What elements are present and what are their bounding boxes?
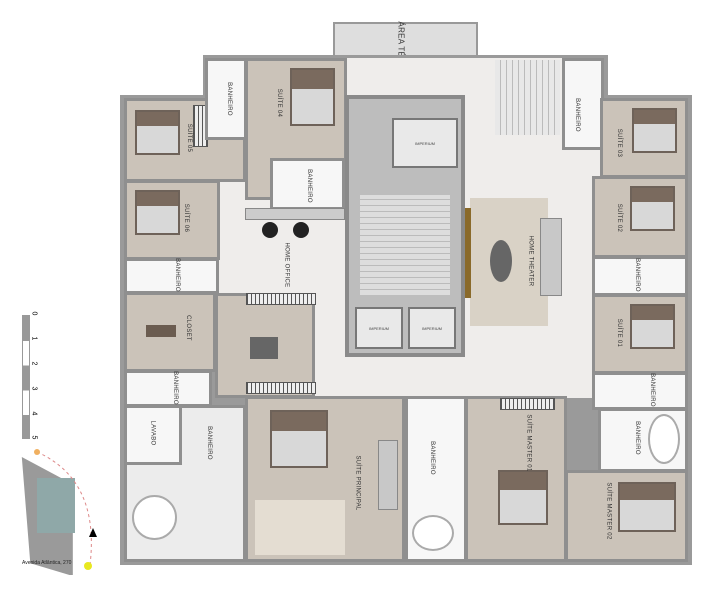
room-label: BANHEIRO bbox=[225, 82, 232, 116]
bed bbox=[270, 410, 328, 468]
room-label: BANHEIRO bbox=[573, 98, 580, 132]
elevator: IMPERIUM bbox=[392, 118, 458, 168]
tv-console bbox=[465, 208, 471, 298]
elevator: IMPERIUM bbox=[355, 307, 403, 349]
room-label: SUÍTE 03 bbox=[616, 128, 623, 158]
room-label: BANHEIRO bbox=[633, 258, 640, 292]
scale-labels: 0 1 2 3 4 5 bbox=[30, 310, 42, 444]
room-label: BANHEIRO bbox=[205, 426, 212, 460]
banheiro-right-top bbox=[562, 58, 604, 150]
north-arrow-icon bbox=[89, 528, 97, 537]
room-label: SUÍTE 01 bbox=[616, 318, 623, 348]
rug bbox=[255, 500, 345, 555]
sofa bbox=[378, 440, 398, 510]
banheiro-right bbox=[592, 256, 688, 296]
room-label: CLOSET bbox=[184, 315, 191, 341]
room-label: SUÍTE 06 bbox=[183, 203, 190, 233]
bed bbox=[135, 190, 180, 235]
scale-tick: 4 bbox=[30, 411, 38, 416]
elevator: IMPERIUM bbox=[408, 307, 456, 349]
sunset-icon bbox=[84, 562, 92, 570]
lavabo bbox=[124, 405, 182, 465]
bed bbox=[290, 68, 335, 126]
room-label: SUÍTE MASTER 02 bbox=[605, 482, 612, 540]
banheiro-top-left bbox=[205, 58, 247, 140]
bed bbox=[618, 482, 676, 532]
home-office-desk bbox=[245, 208, 345, 220]
sun-path bbox=[36, 451, 92, 566]
coffee-table bbox=[490, 240, 512, 282]
room-label: SUÍTE 04 bbox=[276, 88, 283, 118]
room-label: BANHEIRO bbox=[633, 421, 640, 455]
room-label: SUÍTE 02 bbox=[616, 203, 623, 233]
stairs-top bbox=[495, 60, 560, 135]
chair bbox=[262, 222, 278, 238]
room-label: BANHEIRO bbox=[171, 371, 178, 405]
bathtub bbox=[412, 515, 454, 551]
room-label: BANHEIRO bbox=[173, 258, 180, 292]
banheiro-right-2 bbox=[592, 372, 688, 410]
room-label: SUÍTE PRINCIPAL bbox=[354, 455, 361, 511]
room-label: HOME THEATER bbox=[527, 235, 534, 287]
banheiro-left-2 bbox=[124, 370, 212, 407]
scale-tick: 2 bbox=[30, 361, 38, 366]
room-label: BANHEIRO bbox=[648, 373, 655, 407]
bed bbox=[632, 108, 677, 153]
room-label: BANHEIRO bbox=[428, 441, 435, 475]
site-building bbox=[37, 478, 75, 533]
room-label: HOME OFFICE bbox=[283, 242, 290, 288]
room-label: SUÍTE 05 bbox=[186, 123, 193, 153]
room-label: BANHEIRO bbox=[305, 169, 312, 203]
bed bbox=[498, 470, 548, 525]
scale-tick: 0 bbox=[30, 311, 38, 316]
sunrise-icon bbox=[34, 449, 40, 455]
bed bbox=[630, 186, 675, 231]
scale-tick: 3 bbox=[30, 386, 38, 391]
scale-bar bbox=[22, 315, 30, 439]
wardrobe bbox=[246, 382, 316, 394]
wardrobe bbox=[500, 398, 555, 410]
chair bbox=[293, 222, 309, 238]
scale-tick: 1 bbox=[30, 336, 38, 341]
bed bbox=[630, 304, 675, 349]
site-map bbox=[21, 449, 97, 575]
bathtub bbox=[132, 495, 177, 540]
stairs bbox=[360, 195, 450, 295]
room-label: LAVABO bbox=[149, 420, 156, 446]
bathtub bbox=[648, 414, 680, 464]
wardrobe bbox=[246, 293, 316, 305]
bed bbox=[135, 110, 180, 155]
sofa bbox=[540, 218, 562, 296]
closet-island bbox=[250, 337, 278, 359]
scale-tick: 5 bbox=[30, 435, 38, 440]
room-label: SUÍTE MASTER 01 bbox=[525, 414, 532, 472]
street-label: Avenida Atlântica, 270 bbox=[22, 560, 72, 566]
banheiro-left bbox=[124, 258, 219, 294]
closet-bench bbox=[146, 325, 176, 337]
